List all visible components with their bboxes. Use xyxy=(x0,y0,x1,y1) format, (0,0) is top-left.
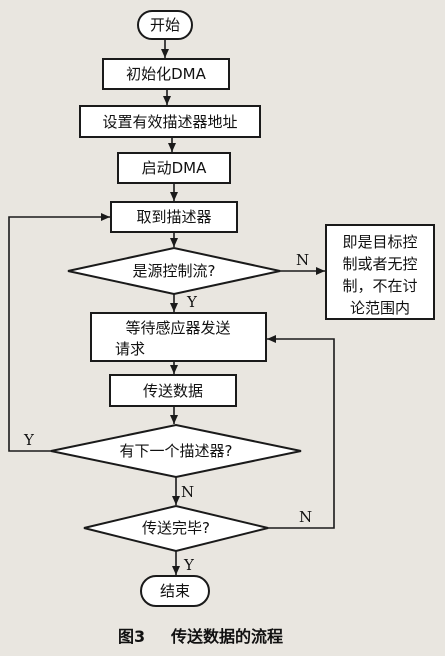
set-desc-addr-label: 设置有效描述器地址 xyxy=(102,113,237,131)
wait-sensor-line-2: 请求 xyxy=(115,340,145,358)
branch-label-src-yes: Y xyxy=(186,293,198,311)
connectors xyxy=(8,39,335,575)
branch-label-next-no: N xyxy=(181,483,194,501)
transfer-label: 传送数据 xyxy=(143,382,203,400)
branch-label-done-yes: Y xyxy=(183,556,195,574)
figure-number: 图3 xyxy=(118,627,145,646)
side-note-line-2: 制或者无控 xyxy=(342,255,417,273)
arrow-next-yes-loop xyxy=(8,213,110,452)
wait-sensor-line-1: 等待感应器发送 xyxy=(125,319,230,337)
transfer-done-label: 传送完毕? xyxy=(142,519,210,537)
branch-label-done-no: N xyxy=(299,508,312,526)
get-desc-box: 取到描述器 xyxy=(110,201,238,233)
branch-label-next-yes: Y xyxy=(23,431,35,449)
set-desc-addr-box: 设置有效描述器地址 xyxy=(79,105,261,138)
transfer-box: 传送数据 xyxy=(109,374,237,407)
start-dma-label: 启动DMA xyxy=(142,159,207,177)
figure-title: 传送数据的流程 xyxy=(170,627,283,646)
branch-label-src-no: N xyxy=(296,251,309,269)
init-dma-box: 初始化DMA xyxy=(102,58,230,90)
start-label: 开始 xyxy=(150,16,180,34)
side-note-box: 即是目标控 制或者无控 制，不在讨 论范围内 xyxy=(325,224,435,320)
start-terminal: 开始 xyxy=(137,10,193,40)
init-dma-label: 初始化DMA xyxy=(126,65,206,83)
start-dma-box: 启动DMA xyxy=(117,152,231,184)
is-src-flow-label: 是源控制流? xyxy=(133,262,216,280)
end-terminal: 结束 xyxy=(140,575,210,607)
side-note-line-1: 即是目标控 xyxy=(342,233,417,251)
end-label: 结束 xyxy=(160,582,190,600)
is-src-flow-decision: 是源控制流? xyxy=(67,246,281,296)
next-desc-decision: 有下一个描述器? xyxy=(50,423,302,479)
wait-sensor-box: 等待感应器发送 请求 xyxy=(90,312,267,362)
arrow-done-no-loop xyxy=(267,335,335,529)
get-desc-label: 取到描述器 xyxy=(136,208,211,226)
side-note-line-3: 制，不在讨 xyxy=(342,277,417,295)
next-desc-label: 有下一个描述器? xyxy=(120,442,233,460)
transfer-done-decision: 传送完毕? xyxy=(83,504,269,553)
side-note-line-4: 论范围内 xyxy=(350,299,410,317)
